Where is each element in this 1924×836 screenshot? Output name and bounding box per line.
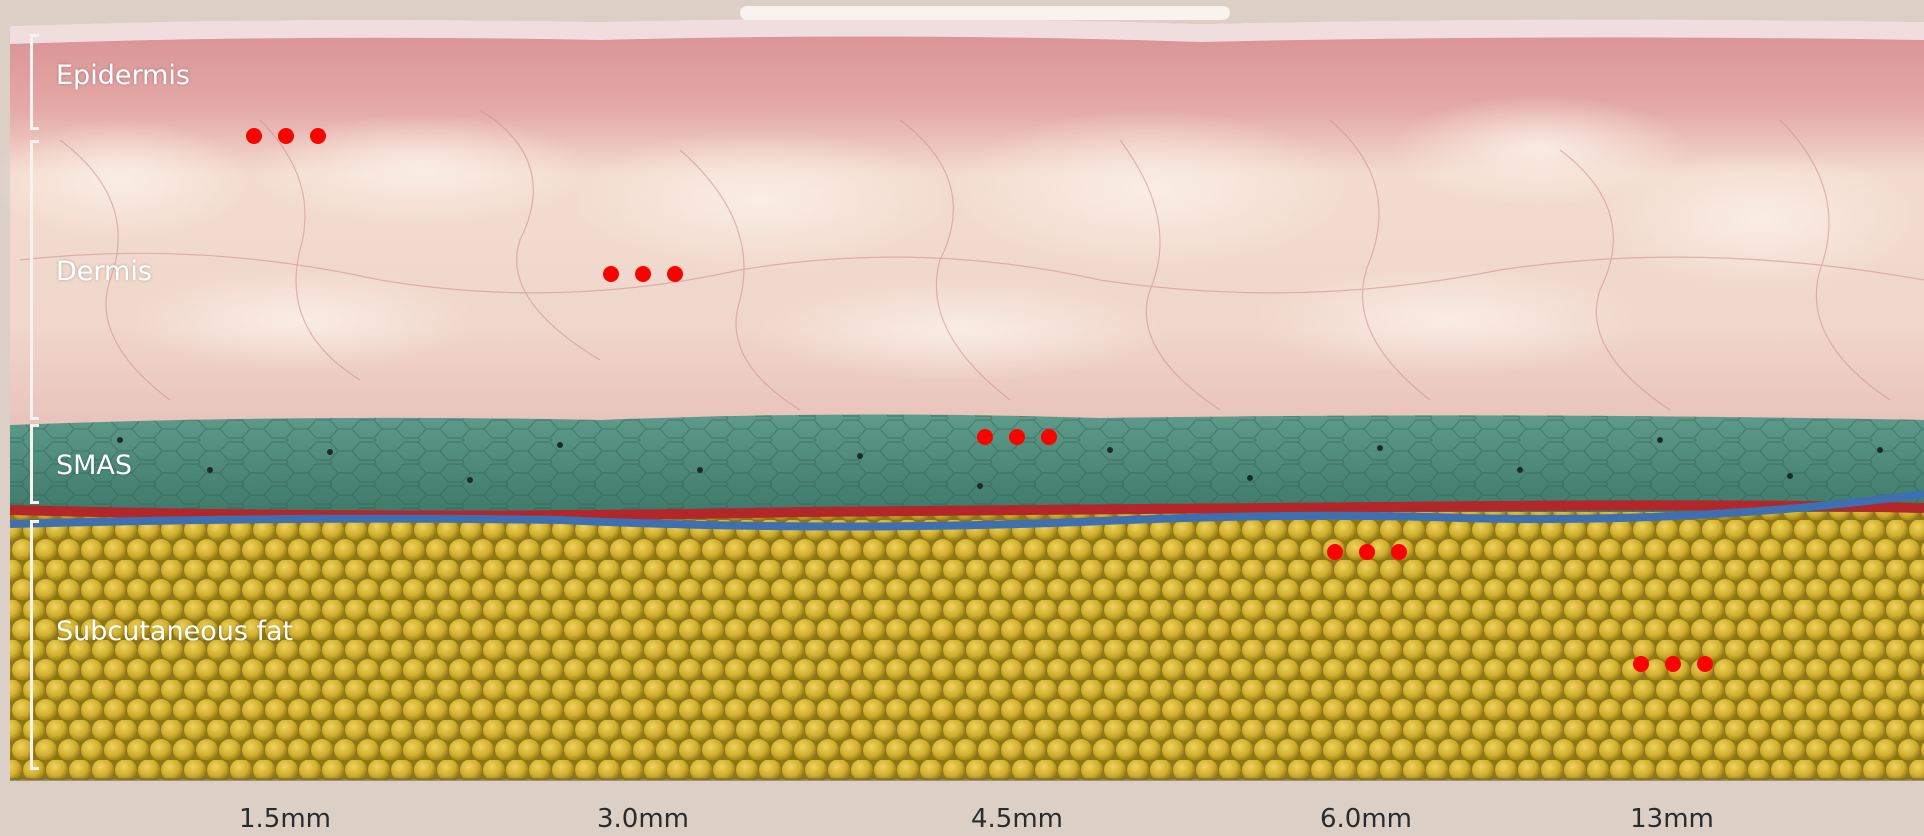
marker-dot-1-5mm-2 [278,128,294,144]
layer-label-epidermis: Epidermis [56,60,190,91]
marker-dot-6-0mm-2 [1359,544,1375,560]
layer-label-smas: SMAS [56,450,132,481]
dermis-bracket [30,140,39,420]
depth-label-3-0mm: 3.0mm [563,804,723,834]
layer-label-dermis: Dermis [56,256,152,287]
marker-dot-3-0mm-3 [667,266,683,282]
smas-bracket [30,424,39,504]
subcutaneous-fat-layer [10,512,1924,780]
marker-dot-4-5mm-1 [977,429,993,445]
depth-label-1-5mm: 1.5mm [205,804,365,834]
depth-label-13mm: 13mm [1592,804,1752,834]
marker-dot-1-5mm-1 [246,128,262,144]
marker-dot-3-0mm-1 [603,266,619,282]
depth-label-4-5mm: 4.5mm [937,804,1097,834]
marker-dot-4-5mm-2 [1009,429,1025,445]
transducer-edge [740,6,1230,20]
marker-dot-1-5mm-3 [310,128,326,144]
marker-dot-13mm-3 [1697,656,1713,672]
marker-dot-13mm-2 [1665,656,1681,672]
epidermis-bracket [30,34,39,130]
layer-label-subcutaneous-fat: Subcutaneous fat [56,616,293,647]
smas-mesh [10,414,1924,512]
fat-bracket [30,520,39,770]
marker-dot-13mm-1 [1633,656,1649,672]
marker-dot-6-0mm-3 [1391,544,1407,560]
cross-section-bottom-edge [10,778,1924,781]
marker-dot-4-5mm-3 [1041,429,1057,445]
marker-dot-3-0mm-2 [635,266,651,282]
marker-dot-6-0mm-1 [1327,544,1343,560]
depth-label-6-0mm: 6.0mm [1286,804,1446,834]
